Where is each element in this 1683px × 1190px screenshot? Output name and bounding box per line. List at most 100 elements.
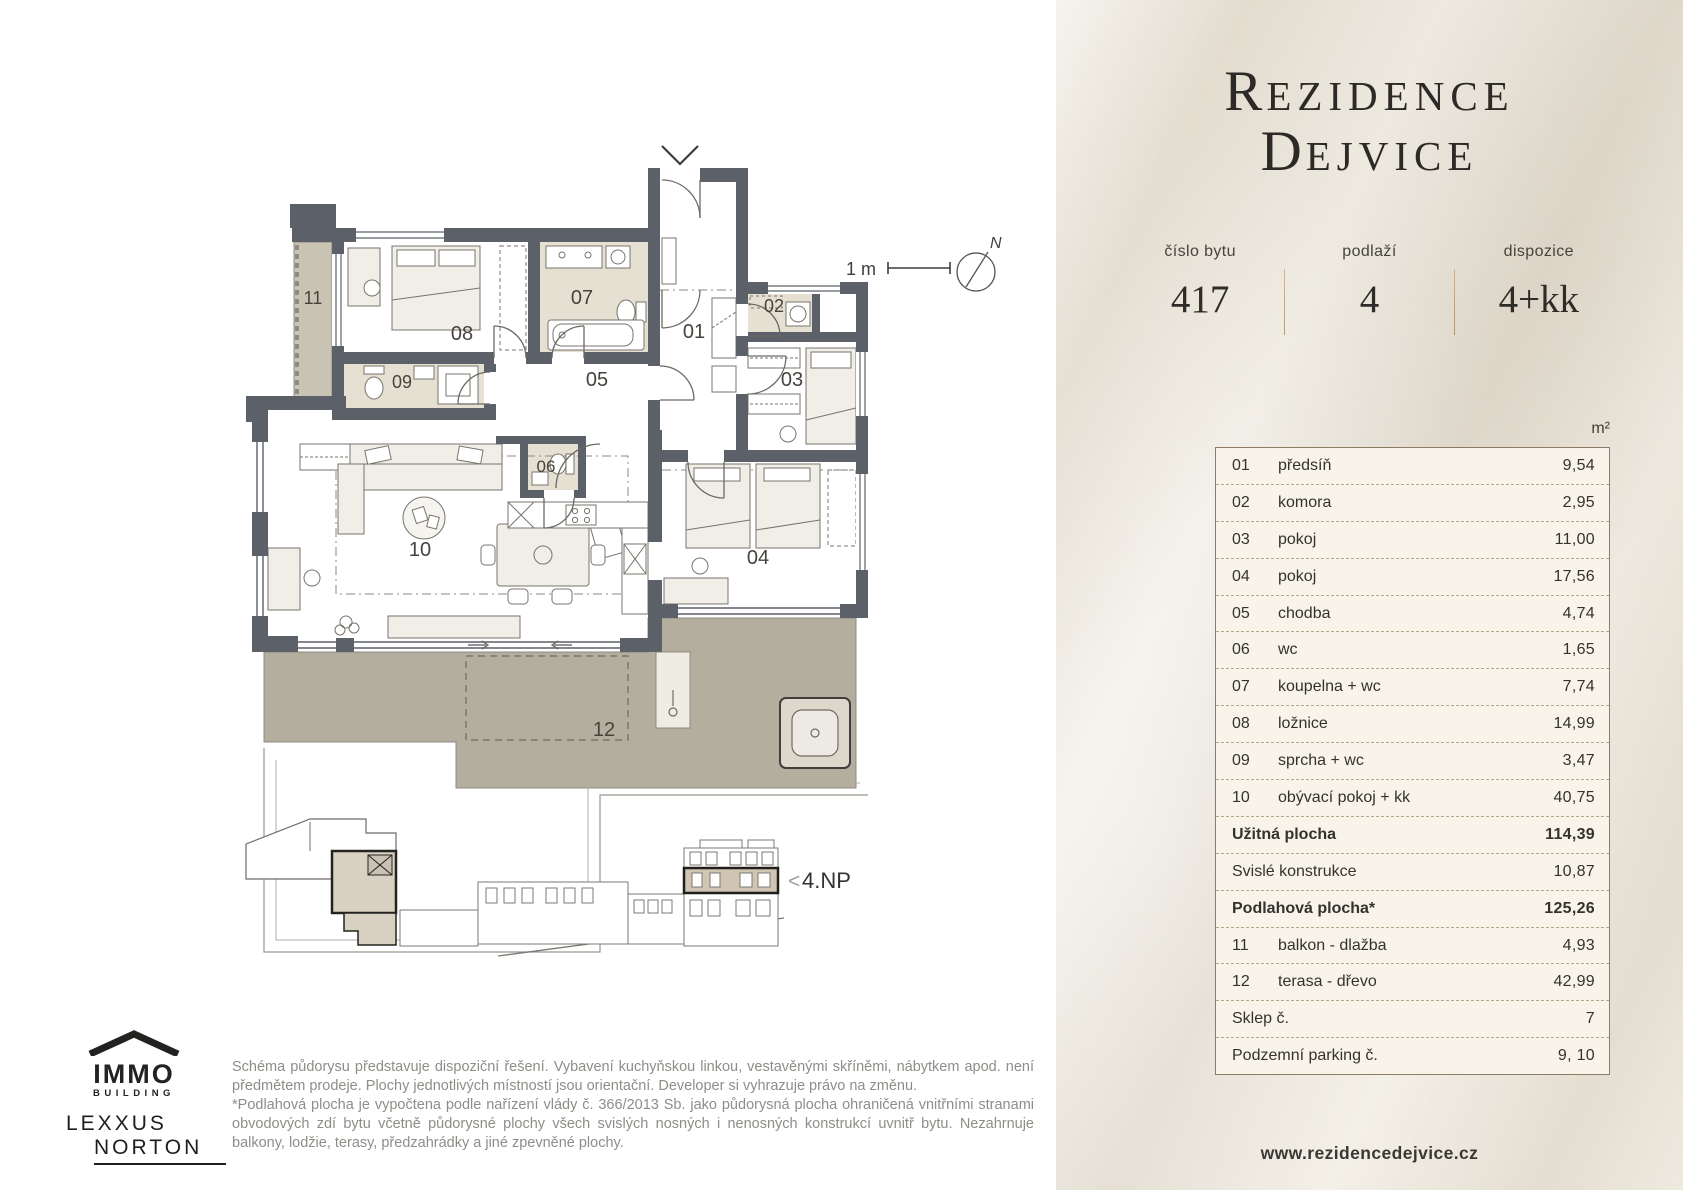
table-row: 04 pokoj 17,56 [1216, 559, 1609, 596]
wardrobe [827, 469, 857, 547]
terrace [263, 617, 868, 953]
divider [1453, 269, 1455, 335]
immo-building-logo: IMMO BUILDING [82, 1030, 186, 1099]
roof-icon [88, 1030, 180, 1058]
unit-info: číslo bytu 417 podlaží 4 dispozice 4+kk [1116, 243, 1623, 335]
room-label-05: 05 [586, 369, 608, 391]
shoe-cabinet [661, 237, 677, 285]
scale-label: 1 m [846, 259, 876, 279]
terrace-drain [655, 651, 691, 729]
chair [691, 557, 709, 575]
layout-value: 4+kk [1498, 278, 1580, 321]
chair [779, 425, 797, 443]
floor-field: podlaží 4 [1285, 243, 1453, 335]
table-row: 01 předsíň 9,54 [1216, 448, 1609, 485]
toilet [364, 376, 384, 400]
chair [363, 279, 381, 297]
table-row: 09 sprcha + wc 3,47 [1216, 743, 1609, 781]
north-indicator-icon: N [956, 235, 1002, 292]
vanity [545, 245, 603, 269]
brand-title: Rezidence Dejvice [1056, 64, 1683, 184]
room-label-06: 06 [537, 457, 556, 476]
floor-chevron: < [788, 870, 800, 893]
table-row: 06 wc 1,65 [1216, 632, 1609, 670]
area-unit-header: m² [1591, 420, 1610, 437]
sink [623, 543, 647, 575]
table-row: 11 balkon - dlažba 4,93 [1216, 928, 1609, 965]
divider [1284, 269, 1286, 335]
north-label: N [990, 235, 1002, 252]
room-label-11: 11 [304, 288, 323, 308]
table-row: 07 koupelna + wc 7,74 [1216, 669, 1609, 707]
table-row: 08 ložnice 14,99 [1216, 706, 1609, 744]
room-label-10: 10 [409, 539, 431, 561]
brand-title-line1: Rezidence [1224, 60, 1515, 123]
table-row-total-floor: Podlahová plocha* 125,26 [1216, 891, 1609, 928]
sofa-seat [349, 463, 503, 491]
terrace-edge-outline [263, 748, 868, 953]
room-label-12: 12 [593, 719, 615, 741]
disclaimer-paragraph-2: *Podlahová plocha je vypočtena podle nař… [232, 1097, 1034, 1151]
lexxus-logo-line1: LEXXUS [66, 1112, 167, 1135]
area-table: 01 předsíň 9,54 02 komora 2,95 03 pokoj … [1215, 447, 1610, 1076]
table-row: 05 chodba 4,74 [1216, 596, 1609, 633]
building-elevation: < 4.NP [399, 839, 851, 957]
bathtub [547, 319, 645, 351]
washing-machine [605, 245, 631, 269]
entrance-arrow-icon [661, 145, 699, 166]
disclaimer-paragraph-1: Schéma půdorysu představuje dispoziční ř… [232, 1059, 1034, 1094]
room-label-08: 08 [451, 323, 473, 345]
room-label-01: 01 [683, 321, 705, 343]
room-label-02: 02 [764, 296, 784, 316]
room-label-09: 09 [392, 372, 412, 392]
lexxus-norton-logo: LEXXUS NORTON [66, 1112, 226, 1165]
table-row: 12 terasa - dřevo 42,99 [1216, 964, 1609, 1002]
immo-logo-sub: BUILDING [93, 1088, 175, 1099]
room-label-07: 07 [571, 287, 593, 309]
website-link[interactable]: www.rezidencedejvice.cz [1260, 1143, 1479, 1163]
unit-number-label: číslo bytu [1164, 243, 1236, 260]
windows [332, 228, 868, 570]
floor-label: 4.NP [802, 868, 851, 893]
dining-table [496, 523, 590, 587]
layout-field: dispozice 4+kk [1455, 243, 1623, 335]
table-row: Svislé konstrukce 10,87 [1216, 854, 1609, 891]
floor-label: podlaží [1342, 243, 1397, 260]
unit-number-field: číslo bytu 417 [1116, 243, 1284, 335]
furniture [267, 237, 857, 650]
room-label-04: 04 [747, 547, 769, 569]
table-row: 03 pokoj 11,00 [1216, 522, 1609, 559]
table-row-total-usable: Užitná plocha 114,39 [1216, 817, 1609, 854]
immo-logo-name: IMMO [93, 1059, 175, 1089]
room-label-03: 03 [781, 369, 803, 391]
info-panel: Rezidence Dejvice číslo bytu 417 podlaží… [1056, 0, 1683, 1190]
desk [663, 577, 729, 605]
wardrobe [747, 347, 801, 369]
table-row: 02 komora 2,95 [1216, 485, 1609, 522]
floor-value: 4 [1359, 278, 1380, 321]
chair [303, 569, 321, 587]
wardrobe [499, 245, 527, 351]
unit-number-value: 417 [1170, 278, 1230, 321]
table-row: 10 obývací pokoj + kk 40,75 [1216, 780, 1609, 817]
table-row: Sklep č. 7 [1216, 1001, 1609, 1039]
tv-bench [387, 615, 521, 639]
jacuzzi [779, 697, 851, 769]
wardrobe [711, 365, 737, 393]
room-labels: 01 02 03 04 05 06 07 08 09 10 11 12 [304, 287, 803, 741]
desk [347, 247, 381, 307]
floor-plan: 01 02 03 04 05 06 07 08 09 10 11 12 1 m … [245, 145, 1002, 957]
kitchen-counter [507, 501, 649, 529]
table-row: Podzemní parking č. 9, 10 [1232, 1047, 1595, 1065]
disclaimer-text: Schéma půdorysu představuje dispoziční ř… [232, 1058, 1034, 1153]
lexxus-logo-line2: NORTON [94, 1136, 203, 1159]
lexxus-logo-rule [94, 1163, 226, 1165]
site-plan [245, 818, 398, 946]
layout-label: dispozice [1503, 243, 1574, 260]
desk [267, 547, 301, 611]
terrace-dashed-zone [465, 655, 629, 741]
balcony [293, 241, 333, 399]
wardrobe [711, 297, 737, 359]
doors [457, 179, 787, 529]
brand-title-line2: Dejvice [1260, 120, 1479, 183]
